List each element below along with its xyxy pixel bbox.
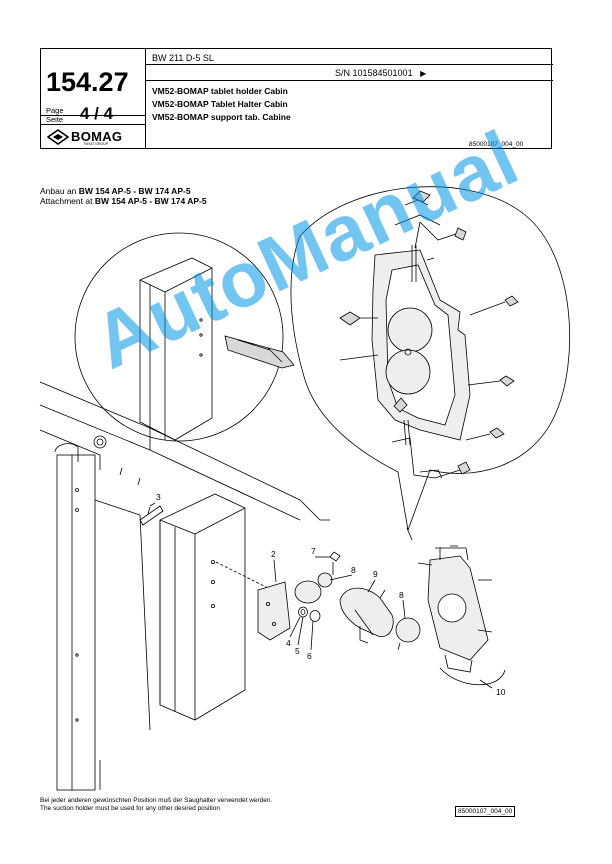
callout-7: 7 xyxy=(311,546,316,556)
callout-4: 4 xyxy=(286,638,291,648)
header-rule-left-1 xyxy=(41,115,145,116)
header-rule-right-1 xyxy=(145,64,553,65)
title-de: VM52-BOMAP Tablet Halter Cabin xyxy=(152,99,288,109)
callout-8-left: 8 xyxy=(351,565,356,575)
header-rule-right-2 xyxy=(145,80,553,81)
title-fr: VM52-BOMAP support tab. Cabine xyxy=(152,112,291,122)
page-label-de: Page xyxy=(46,106,64,115)
part-titles: VM52-BOMAP tablet holder Cabin VM52-BOMA… xyxy=(152,85,291,124)
page-label-en: Seite xyxy=(46,115,64,124)
callout-3: 3 xyxy=(156,492,161,502)
bomag-logo-subtext: FAYAT GROUP xyxy=(84,142,109,146)
detail-circle-left xyxy=(74,232,284,442)
page-label: Page Seite xyxy=(46,106,64,124)
bomag-logo-text: BOMAG xyxy=(71,129,123,144)
footer-note-de: Bei jeder anderen gewünschten Position m… xyxy=(40,797,273,804)
header-block: 154.27 Page Seite 4 / 4 BOMAG FAYAT GROU… xyxy=(40,48,553,149)
callout-10: 10 xyxy=(496,687,506,697)
model-label: BW 211 D-5 SL xyxy=(152,53,214,63)
callout-6: 6 xyxy=(307,651,312,661)
attachment-en: Attachment at BW 154 AP-5 - BW 174 AP-5 xyxy=(40,196,207,206)
title-en: VM52-BOMAP tablet holder Cabin xyxy=(152,86,288,96)
attachment-info: Anbau an BW 154 AP-5 - BW 174 AP-5 Attac… xyxy=(40,186,207,206)
header-rule-left-2 xyxy=(41,124,145,125)
bomag-logo-icon xyxy=(47,129,69,145)
callout-9: 9 xyxy=(373,569,378,579)
callout-8-right: 8 xyxy=(399,590,404,600)
serial-arrow-icon: ▶ xyxy=(420,69,427,78)
attachment-de: Anbau an BW 154 AP-5 - BW 174 AP-5 xyxy=(40,186,191,196)
page-number: 154.27 xyxy=(46,67,129,97)
callout-5: 5 xyxy=(295,646,300,656)
page-fraction: 4 / 4 xyxy=(80,104,114,123)
header-divider xyxy=(145,49,146,148)
detail-bubble-right xyxy=(290,186,571,532)
footer-doc-id: 85000107_004_00 xyxy=(455,806,516,817)
callout-2: 2 xyxy=(271,549,276,559)
serial-number: S/N 101584501001 ▶ xyxy=(335,68,426,78)
footer-note: Bei jeder anderen gewünschten Position m… xyxy=(40,797,272,813)
header-doc-id: 85000107_004_00 xyxy=(469,141,524,148)
serial-text: S/N 101584501001 xyxy=(335,68,413,78)
footer-note-en: The suction holder must be used for any … xyxy=(40,805,220,812)
